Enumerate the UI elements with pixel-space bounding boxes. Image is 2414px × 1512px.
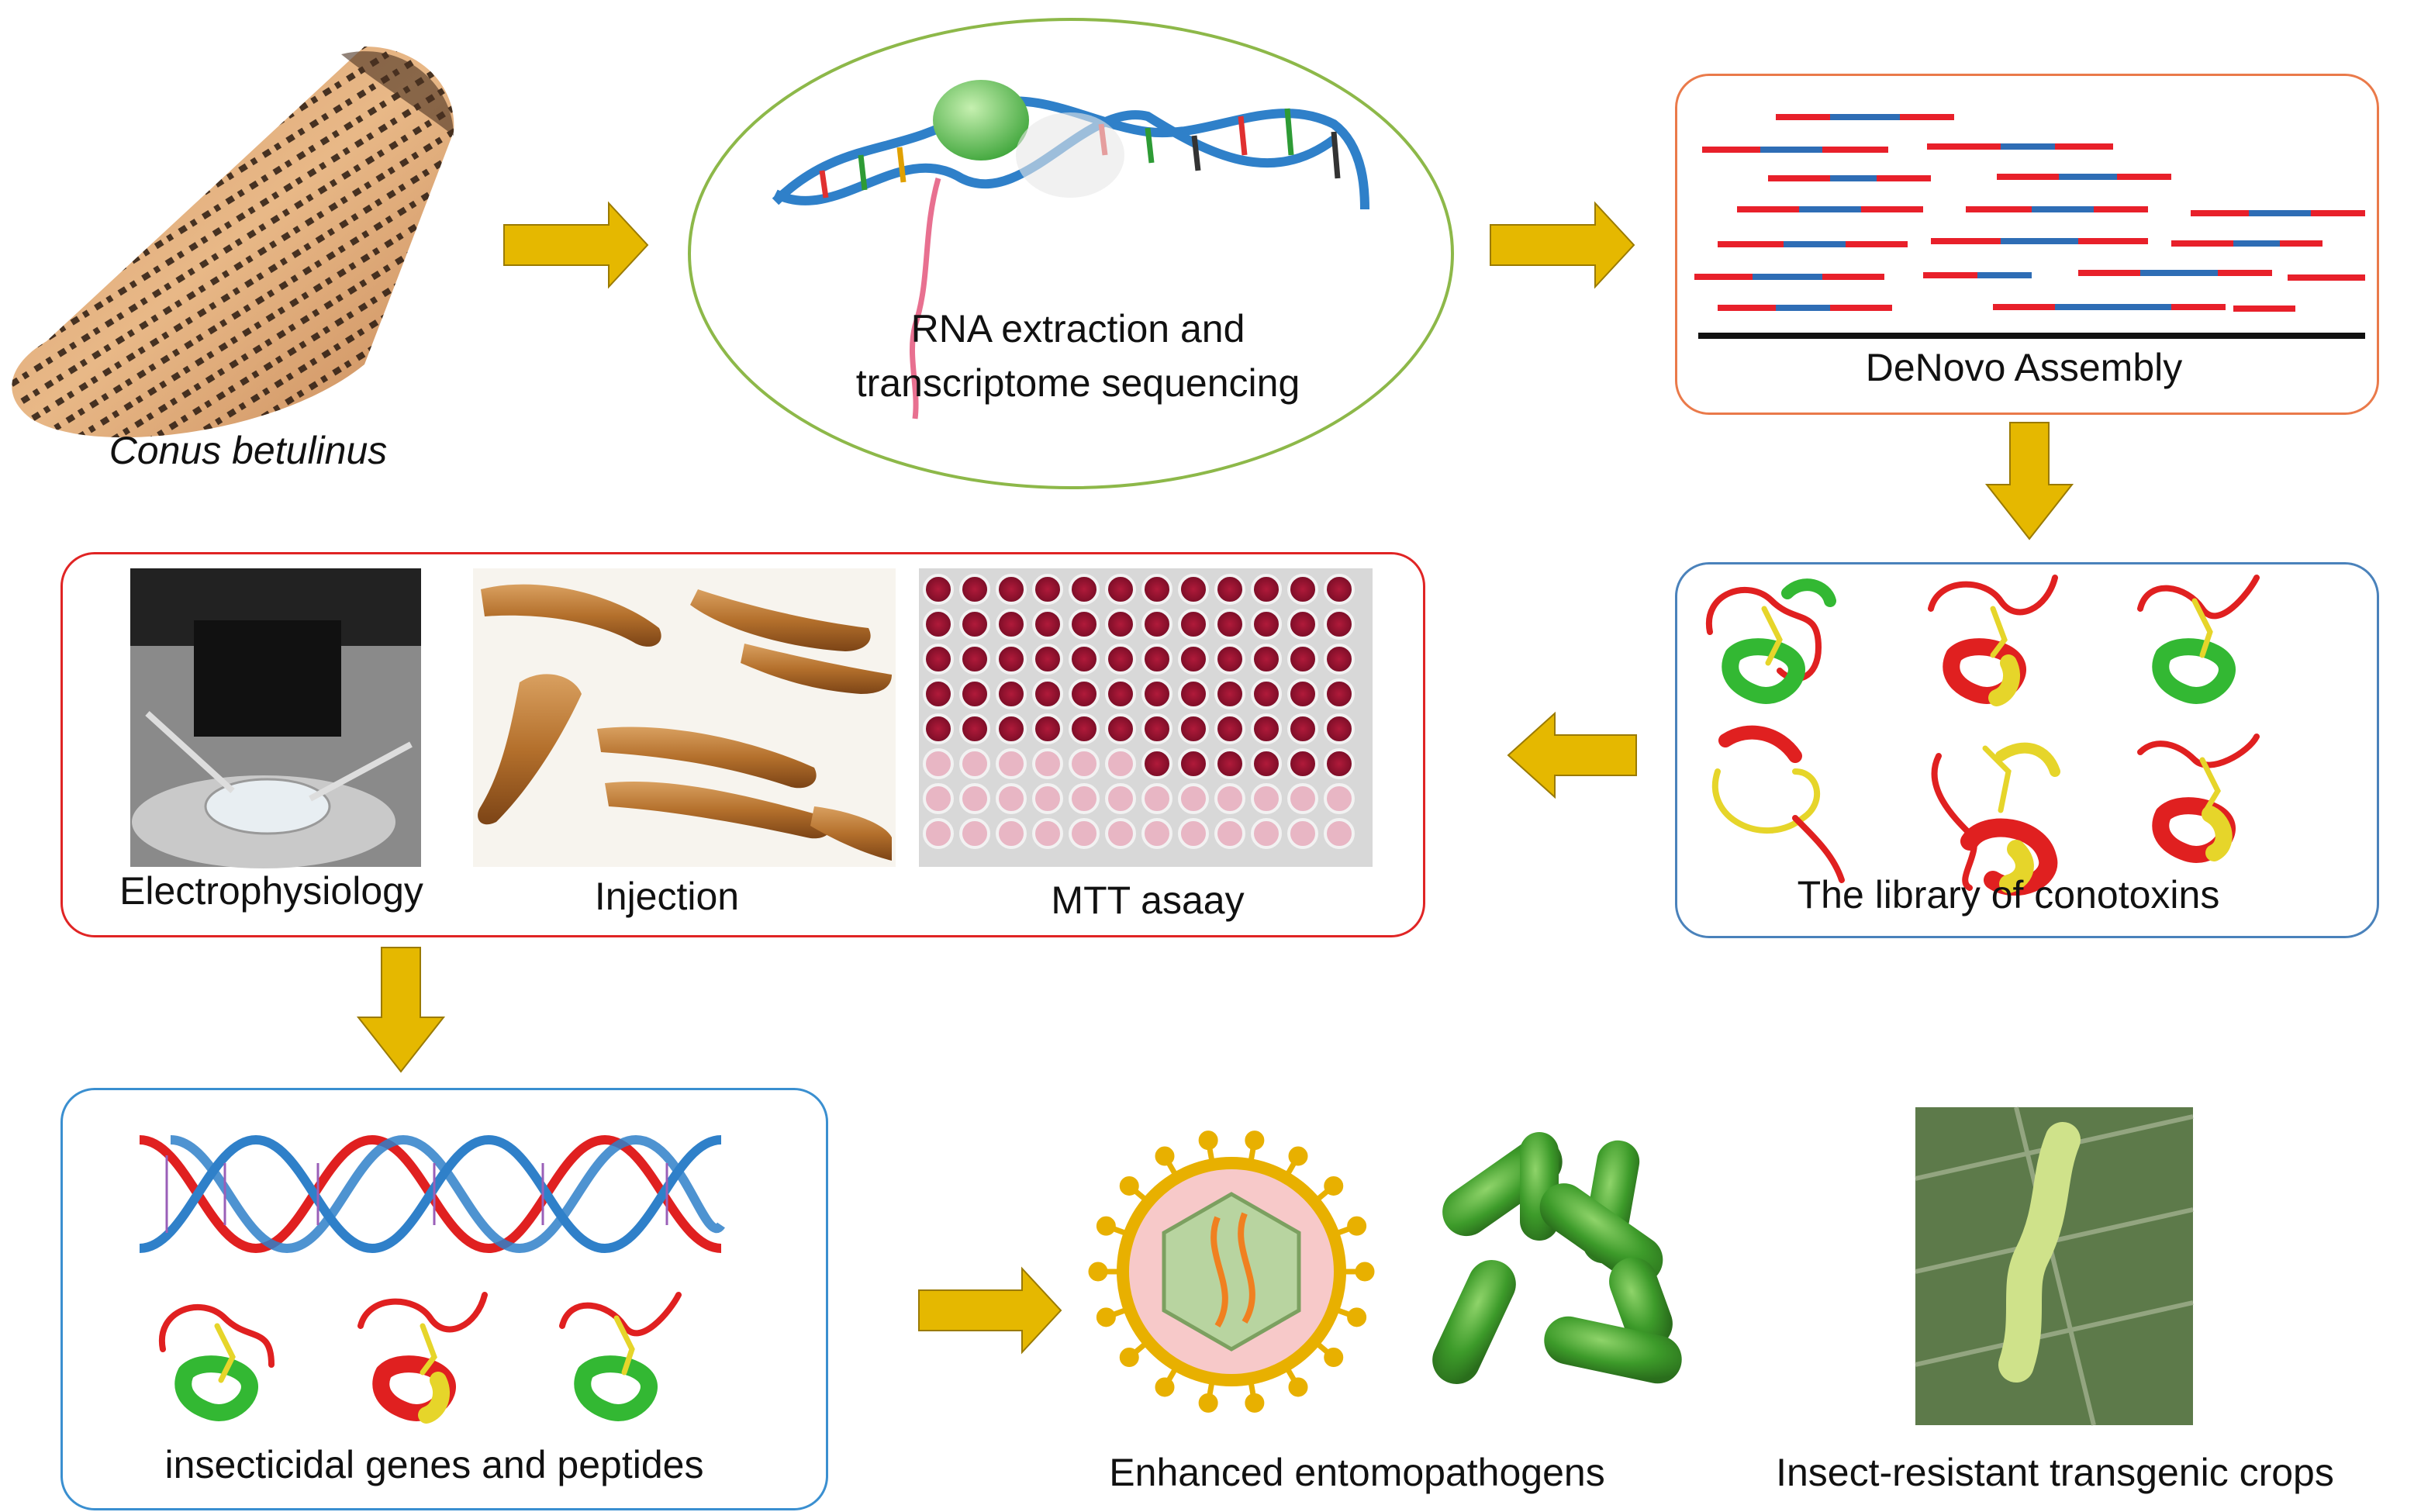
mealworms-image [473,568,896,867]
arrow-assays-to-genes [356,947,446,1073]
caterpillar-on-leaf-image [1915,1106,2194,1426]
assembly-reads [1694,114,2365,339]
transcriptome-sequencing-label: transcriptome sequencing [855,361,1300,405]
rna-ellipse [688,18,1454,489]
assays-box [60,552,1425,937]
arrow-denovo-to-library [1984,422,2074,540]
transgenic-crops-label: Insect-resistant transgenic crops [1776,1451,2334,1494]
insecticidal-genes-label: insecticidal genes and peptides [164,1443,704,1486]
mtt-plate-image [919,568,1373,867]
bacteria-image [1432,1132,1682,1384]
dna-helix-polymerase-image [772,80,1369,419]
injection-label: Injection [594,875,740,918]
arrow-genes-to-applications [918,1266,1062,1355]
conotoxin-structures [1705,575,2260,896]
cone-shell-image [12,47,454,438]
denovo-assembly-box [1675,74,2379,415]
dna-double-helix-image [139,1134,725,1254]
virus-image [1088,1131,1375,1413]
species-label: Conus betulinus [109,429,388,472]
mtt-assay-label: MTT asaay [1051,879,1245,922]
peptide-structures [158,1292,682,1424]
entomopathogens-label: Enhanced entomopathogens [1109,1451,1605,1494]
electrophysiology-label: Electrophysiology [119,869,423,913]
conotoxin-library-box [1675,562,2379,938]
arrow-rna-to-denovo [1490,201,1635,289]
conotoxin-library-label: The library of conotoxins [1797,873,2220,917]
arrow-library-to-assays [1507,711,1637,799]
insecticidal-genes-box [60,1088,828,1510]
denovo-assembly-label: DeNovo Assembly [1865,346,2183,389]
rna-extraction-label: RNA extraction and [910,307,1245,350]
electrophysiology-image [130,568,421,868]
arrow-shell-to-rna [503,201,649,289]
